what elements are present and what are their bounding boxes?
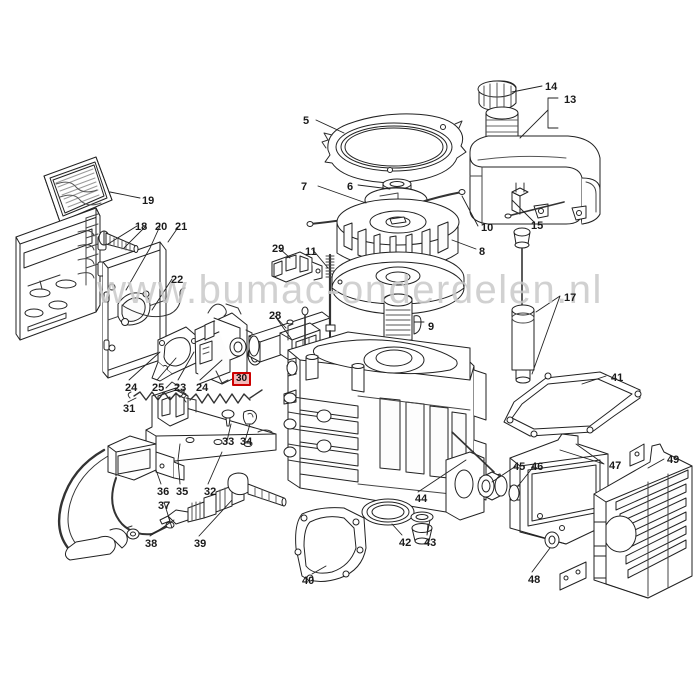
callout-6: 6 <box>347 181 354 193</box>
callout-36: 36 <box>157 486 170 498</box>
air-filter-housing-part <box>15 207 107 341</box>
callout-49: 49 <box>667 454 680 466</box>
filter-cover-screw-part <box>98 230 139 253</box>
callout-18: 18 <box>135 221 148 233</box>
callout-31: 31 <box>123 403 136 415</box>
callout-10: 10 <box>481 222 494 234</box>
carburetor-spacer-part <box>151 326 201 382</box>
muffler-part <box>508 433 609 549</box>
callout-24b: 24 <box>196 382 209 394</box>
callout-48: 48 <box>528 574 541 586</box>
flange-bolt-part <box>227 472 287 507</box>
callout-47: 47 <box>609 460 622 472</box>
callout-23: 23 <box>174 382 187 394</box>
callout-21: 21 <box>175 221 188 233</box>
callout-17: 17 <box>564 292 577 304</box>
pin-clip-part <box>221 409 257 427</box>
callout-20: 20 <box>155 221 168 233</box>
blower-housing-gasket-part <box>321 113 467 184</box>
crankshaft-key-part <box>383 293 422 341</box>
callout-37: 37 <box>158 500 171 512</box>
callout-44: 44 <box>415 493 428 505</box>
governor-bracket-part <box>271 251 323 283</box>
callout-30-highlighted[interactable]: 30 <box>232 372 252 386</box>
callout-46: 46 <box>531 461 544 473</box>
callout-22: 22 <box>171 274 184 286</box>
callout-32: 32 <box>204 486 217 498</box>
governor-spring-part <box>183 389 263 404</box>
callout-40: 40 <box>302 575 315 587</box>
control-bracket-part <box>145 381 277 463</box>
oil-seal-part <box>361 498 415 526</box>
callout-25: 25 <box>152 382 165 394</box>
callout-43: 43 <box>424 537 437 549</box>
callout-19: 19 <box>142 195 155 207</box>
callout-41: 41 <box>611 372 624 384</box>
exhaust-elbow-part <box>477 471 508 501</box>
callout-29: 29 <box>272 243 285 255</box>
callout-24: 24 <box>125 382 138 394</box>
callout-13: 13 <box>564 94 577 106</box>
callout-38: 38 <box>145 538 158 550</box>
callout-15: 15 <box>531 220 544 232</box>
breather-bolt-part <box>301 306 309 349</box>
backing-plate-part <box>102 241 167 379</box>
callout-28: 28 <box>269 310 282 322</box>
air-filter-element-part <box>43 156 113 223</box>
callout-11: 11 <box>305 246 317 258</box>
callout-39: 39 <box>194 538 207 550</box>
callout-33: 33 <box>222 436 235 448</box>
callout-35: 35 <box>176 486 189 498</box>
throttle-spring-part <box>127 388 185 401</box>
callout-14: 14 <box>545 81 558 93</box>
crankcase-cover-gasket-part <box>294 507 367 582</box>
callout-45: 45 <box>513 461 526 473</box>
callout-7: 7 <box>301 181 308 193</box>
fuel-tank-part <box>469 80 601 225</box>
choke-link-rod <box>121 287 186 318</box>
oil-dipstick-part <box>511 227 535 384</box>
spark-plug-cap-part <box>64 525 140 561</box>
engine-block-part <box>283 331 505 521</box>
callout-42: 42 <box>399 537 412 549</box>
callout-8: 8 <box>479 246 486 258</box>
muffler-heat-shield-part <box>559 443 693 599</box>
callout-5: 5 <box>303 115 310 127</box>
callout-34: 34 <box>240 436 253 448</box>
ignition-coil-part <box>57 435 185 550</box>
callout-9: 9 <box>428 321 435 333</box>
sump-gasket-part <box>503 371 642 438</box>
